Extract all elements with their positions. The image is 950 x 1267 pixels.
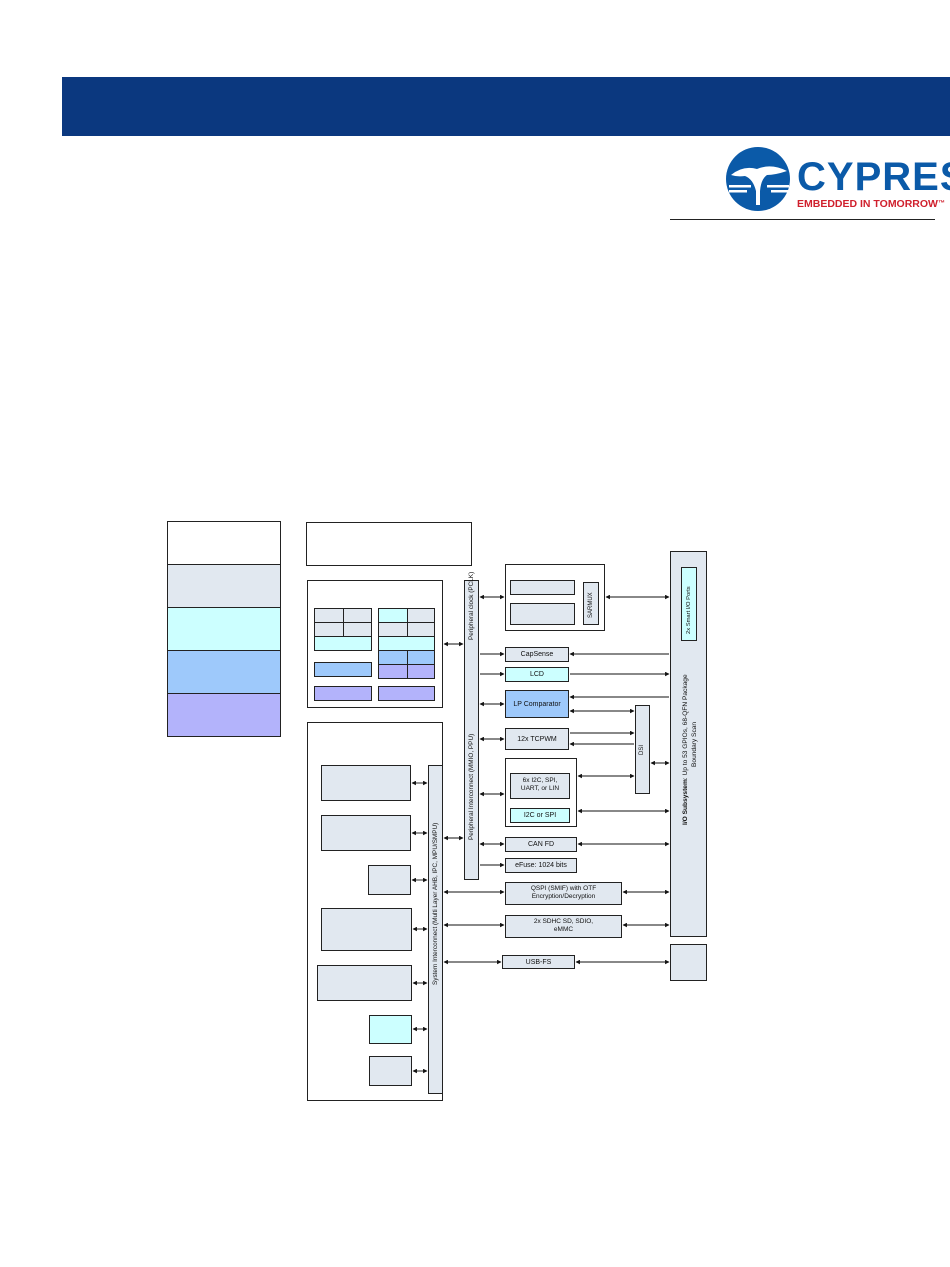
cpu-sub-6 bbox=[369, 1015, 412, 1044]
legend-blue bbox=[167, 650, 281, 694]
legend-violet bbox=[167, 693, 281, 737]
cpu-sub-3 bbox=[368, 865, 411, 895]
peripheral-interconnect-bus bbox=[464, 580, 479, 880]
tcpwm-box bbox=[505, 728, 569, 750]
scb-label: 6x I2C, SPI, UART, or LIN bbox=[520, 777, 560, 792]
capsense-label: CapSense bbox=[520, 651, 554, 658]
qspi-label: QSPI (SMIF) with OTF Encryption/Decrypti… bbox=[530, 885, 597, 900]
cypress-logo: CYPRESS EMBEDDED IN TOMORROW™ bbox=[723, 145, 950, 213]
dsi-box bbox=[635, 705, 650, 794]
capsense-box bbox=[505, 647, 569, 662]
lp-comparator-box bbox=[505, 690, 569, 718]
top-block bbox=[306, 522, 472, 566]
i2c-spi-label: I2C or SPI bbox=[523, 812, 557, 819]
usb-port-block bbox=[670, 944, 707, 981]
logo-divider bbox=[670, 219, 935, 220]
scb-box bbox=[510, 773, 570, 799]
sdhc-box bbox=[505, 915, 622, 938]
legend-white bbox=[167, 521, 281, 565]
efuse-label: eFuse: 1024 bits bbox=[515, 862, 567, 869]
cpu-sub-7 bbox=[369, 1056, 412, 1086]
i2c-spi-box bbox=[510, 808, 570, 823]
tcpwm-label: 12x TCPWM bbox=[517, 736, 557, 743]
lp-comparator-label: LP Comparator bbox=[513, 701, 561, 708]
smart-io-box bbox=[681, 567, 697, 641]
usb-fs-label: USB-FS bbox=[525, 959, 552, 966]
cpu-sub-2 bbox=[321, 815, 411, 851]
usb-fs-box bbox=[502, 955, 575, 969]
can-fd-box bbox=[505, 837, 577, 852]
header-band bbox=[62, 77, 950, 136]
logo-tagline: EMBEDDED IN TOMORROW™ bbox=[797, 198, 945, 210]
sarmux-box bbox=[583, 582, 599, 625]
can-fd-label: CAN FD bbox=[527, 841, 555, 848]
lcd-label: LCD bbox=[529, 671, 544, 678]
qspi-box bbox=[505, 882, 622, 905]
system-interconnect-bus bbox=[428, 765, 443, 1094]
sdhc-label: 2x SDHC SD, SDIO, eMMC bbox=[533, 918, 594, 933]
logo-wordmark: CYPRESS bbox=[797, 155, 950, 199]
cpu-sub-5 bbox=[317, 965, 412, 1001]
cpu-sub-1 bbox=[321, 765, 411, 801]
efuse-box bbox=[505, 858, 577, 873]
cpu-sub-4 bbox=[321, 908, 412, 951]
sar-sub-2 bbox=[510, 603, 575, 625]
sar-sub-1 bbox=[510, 580, 575, 595]
legend-grey bbox=[167, 564, 281, 608]
lcd-box bbox=[505, 667, 569, 682]
cypress-tree-icon bbox=[726, 147, 790, 211]
